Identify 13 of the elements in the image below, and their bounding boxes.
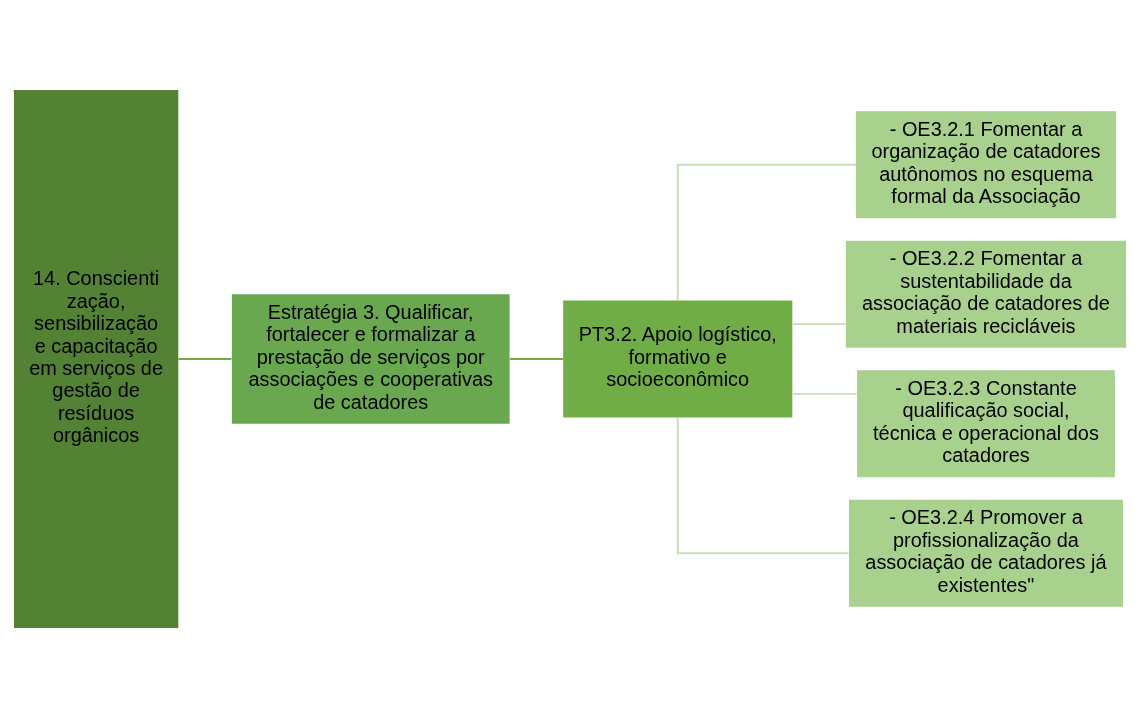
node-box: - OE3.2.2 Fomentar a sustentabilidade da associação de catadores de materiais recicláveis	[845, 240, 1127, 348]
connector	[676, 416, 850, 555]
node-box: 14. Conscientização, sensibilização e capacitação em serviços de gestão de resíduos orgânicos	[13, 90, 179, 628]
node-box: - OE3.2.1 Fomentar a organização de catadores autônomos no esquema formal da Associação	[855, 111, 1117, 219]
node-box: - OE3.2.4 Promover a profissionalização da associação de catadores já existentes"	[849, 499, 1123, 607]
node-box: - OE3.2.3 Constante qualificação social, técnica e operacional dos catadores	[857, 370, 1115, 478]
connector	[676, 163, 857, 302]
connector	[508, 358, 564, 360]
node-box: Estratégia 3. Qualificar, fortalecer e formalizar a prestação de serviços por associações e cooperativas de catadores	[231, 294, 510, 424]
node-box: PT3.2. Apoio logístico, formativo e socioeconômico	[563, 300, 793, 418]
connector	[791, 392, 858, 395]
connector	[177, 358, 233, 360]
connector	[791, 323, 847, 326]
